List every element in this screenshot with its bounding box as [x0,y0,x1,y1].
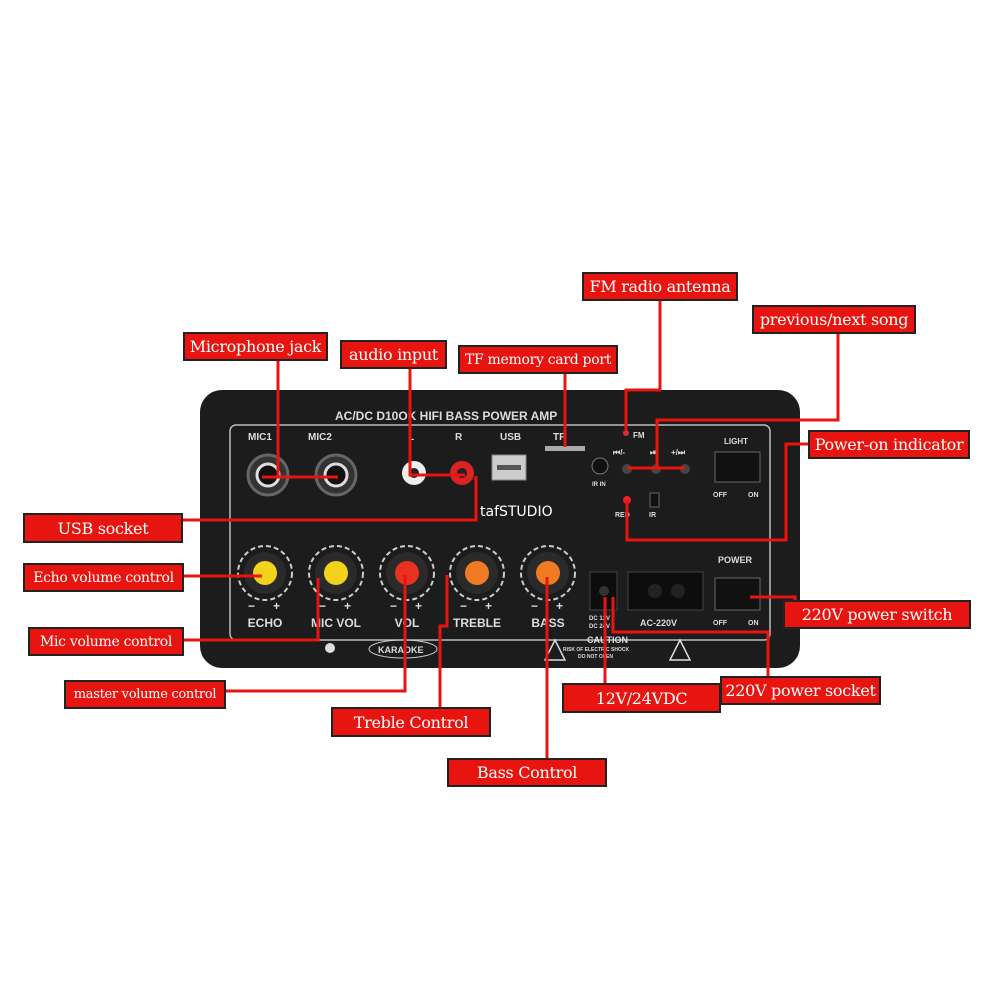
label-mic-volume: Mic volume control [28,627,184,656]
panel-border [229,424,771,641]
power-label: POWER [718,555,753,565]
rca-right-jack[interactable] [450,461,474,485]
ir-in-label: IR IN [592,482,606,488]
knob-vol[interactable]: − + VOL [379,545,435,630]
knob-mic-vol[interactable]: − + MIC VOL [308,545,364,630]
knob-label: TREBLE [453,616,501,630]
warning-icon [543,638,692,661]
knob-label: VOL [395,616,420,630]
knob-label: ECHO [248,616,283,630]
knob-minus: − [390,599,397,613]
ir-in-jack[interactable] [591,457,609,475]
knob-plus: + [273,599,280,613]
ac-socket[interactable] [627,571,704,611]
caution-label: CAUTION [587,635,628,645]
next-label: +/⏭ [671,448,686,457]
knob-plus: + [344,599,351,613]
power-on-label: ON [748,620,759,627]
light-off-label: OFF [713,492,728,499]
power-off-label: OFF [713,620,728,627]
usb-label: USB [500,432,521,443]
watermark: tafSTUDIO [480,504,553,520]
ir-receiver [649,492,660,508]
ir-label: IR [649,512,656,519]
label-echo-volume: Echo volume control [23,563,184,592]
label-master-volume: master volume control [64,680,226,709]
label-bass-control: Bass Control [447,758,607,787]
mic1-jack[interactable] [246,453,290,497]
mic2-jack[interactable] [314,453,358,497]
dc12-label: DC 12V [589,616,610,622]
r-label: R [455,432,463,443]
mic1-label: MIC1 [248,432,272,443]
label-usb-socket: USB socket [23,513,183,543]
fm-label: FM [633,431,645,440]
knob-minus: − [248,599,255,613]
knob-label: MIC VOL [311,616,361,630]
knob-minus: − [531,599,538,613]
label-tf-card-port: TF memory card port [458,345,618,374]
karaoke-label: KARAOKE [378,645,424,655]
knob-plus: + [485,599,492,613]
knob-treble[interactable]: − + TREBLE [449,545,505,630]
leader-lines [182,300,840,758]
power-switch[interactable] [714,577,761,611]
tf-label: TF [553,432,565,443]
microphone-icon [325,643,335,653]
label-power-switch: 220V power switch [783,600,971,629]
mic2-label: MIC2 [308,432,332,443]
label-prev-next-song: previous/next song [752,305,916,334]
ac-label: AC-220V [640,618,677,628]
prev-label: ⏮/- [613,448,625,457]
label-fm-antenna: FM radio antenna [582,272,738,301]
rca-left-jack[interactable] [402,461,426,485]
knob-minus: − [460,599,467,613]
knob-echo[interactable]: − + ECHO [237,545,293,630]
knob-minus: − [319,599,326,613]
tf-card-slot[interactable] [545,446,585,451]
light-switch[interactable] [714,451,761,483]
knob-plus: + [556,599,563,613]
light-label: LIGHT [724,437,748,446]
karaoke-badge [368,639,438,659]
red-label: RED [615,512,630,519]
label-microphone-jack: Microphone jack [183,332,328,361]
play-label: ⏯ [650,448,656,457]
caution-sub1: RISK OF ELECTRIC SHOCK [563,647,630,653]
light-on-label: ON [748,492,759,499]
label-dc-input: 12V/24VDC [562,683,721,713]
caution-sub2: DO NOT OPEN [578,654,613,660]
fm-antenna-point [623,430,629,436]
panel-title: AC/DC D10OK HIFI BASS POWER AMP [335,409,557,423]
label-power-socket: 220V power socket [720,676,881,705]
knob-plus: + [415,599,422,613]
label-treble-control: Treble Control [331,707,491,737]
label-audio-input: audio input [340,340,447,369]
label-power-indicator: Power-on indicator [808,430,970,459]
dc24-label: DC 24V [589,624,610,630]
